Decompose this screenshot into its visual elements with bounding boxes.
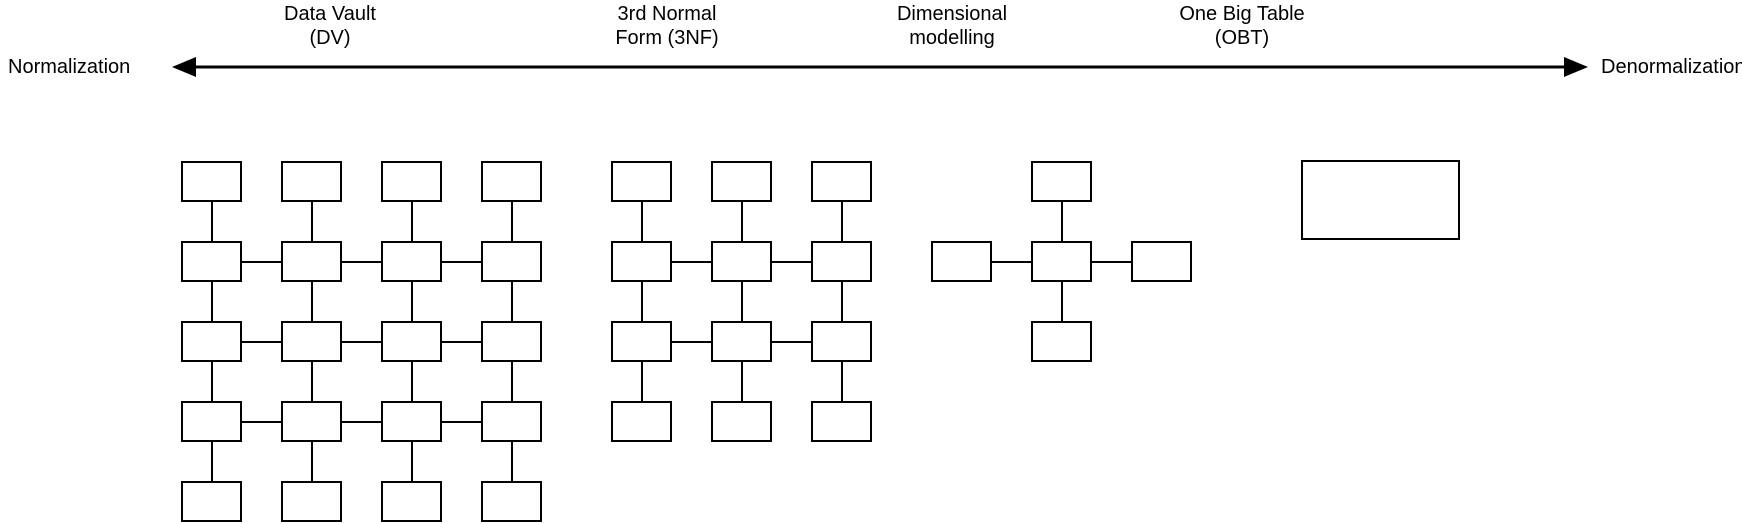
model-node xyxy=(811,321,872,362)
model-node xyxy=(181,241,242,282)
model-link-horizontal xyxy=(242,260,281,263)
model-link-vertical xyxy=(510,362,513,401)
model-node xyxy=(381,481,442,522)
model-node xyxy=(281,241,342,282)
model-node xyxy=(281,401,342,442)
model-node xyxy=(181,401,242,442)
model-link-vertical xyxy=(210,202,213,241)
model-link-vertical xyxy=(640,202,643,241)
model-link-horizontal xyxy=(672,340,711,343)
model-link-vertical xyxy=(310,362,313,401)
model-node xyxy=(711,161,772,202)
model-link-vertical xyxy=(1060,202,1063,241)
model-link-vertical xyxy=(210,442,213,481)
model-link-horizontal xyxy=(772,260,811,263)
model-link-vertical xyxy=(740,202,743,241)
model-node-dimension xyxy=(1031,161,1092,202)
model-link-vertical xyxy=(410,442,413,481)
stage-label-line1: Dimensional xyxy=(896,3,1008,25)
model-node xyxy=(811,241,872,282)
model-link-horizontal xyxy=(672,260,711,263)
model-node xyxy=(381,401,442,442)
model-link-vertical xyxy=(1060,282,1063,321)
stage-label-line2: (DV) xyxy=(309,27,351,49)
model-link-vertical xyxy=(840,362,843,401)
stage-label-one-big-table: One Big Table (OBT) xyxy=(1132,2,1352,50)
model-node-dimension xyxy=(1031,321,1092,362)
model-link-vertical xyxy=(740,362,743,401)
stage-label-line2: modelling xyxy=(909,27,995,49)
model-link-vertical xyxy=(510,202,513,241)
model-node xyxy=(481,481,542,522)
model-link-vertical xyxy=(510,282,513,321)
model-link-vertical xyxy=(640,362,643,401)
model-link-vertical xyxy=(510,442,513,481)
model-node xyxy=(811,161,872,202)
model-link-vertical xyxy=(640,282,643,321)
stage-label-dimensional-modelling: Dimensional modelling xyxy=(842,2,1062,50)
model-link-horizontal xyxy=(342,340,381,343)
model-node xyxy=(381,321,442,362)
model-link-vertical xyxy=(310,442,313,481)
model-node xyxy=(481,241,542,282)
model-node xyxy=(381,161,442,202)
model-node xyxy=(611,321,672,362)
model-node xyxy=(281,161,342,202)
model-link-vertical xyxy=(310,202,313,241)
model-node xyxy=(611,241,672,282)
model-link-horizontal xyxy=(442,420,481,423)
model-node xyxy=(611,161,672,202)
model-node xyxy=(481,401,542,442)
model-link-horizontal xyxy=(242,420,281,423)
model-link-horizontal xyxy=(1092,260,1131,263)
model-node xyxy=(181,481,242,522)
stage-label-3nf: 3rd Normal Form (3NF) xyxy=(557,2,777,50)
model-link-vertical xyxy=(210,362,213,401)
normalization-axis-arrow xyxy=(172,57,1588,77)
model-node xyxy=(181,161,242,202)
model-link-vertical xyxy=(410,282,413,321)
model-link-vertical xyxy=(840,282,843,321)
model-link-vertical xyxy=(210,282,213,321)
model-link-horizontal xyxy=(772,340,811,343)
stage-label-line1: Data Vault xyxy=(284,3,376,25)
stage-label-data-vault: Data Vault (DV) xyxy=(220,2,440,50)
model-node xyxy=(381,241,442,282)
model-link-vertical xyxy=(410,202,413,241)
model-link-horizontal xyxy=(342,420,381,423)
model-link-vertical xyxy=(840,202,843,241)
model-node xyxy=(711,321,772,362)
model-node-one-big-table xyxy=(1301,160,1460,240)
model-node xyxy=(181,321,242,362)
model-node xyxy=(711,241,772,282)
model-link-horizontal xyxy=(242,340,281,343)
model-node xyxy=(481,321,542,362)
stage-label-line1: One Big Table xyxy=(1179,3,1305,25)
model-node xyxy=(281,321,342,362)
model-link-vertical xyxy=(310,282,313,321)
model-node xyxy=(811,401,872,442)
model-link-vertical xyxy=(410,362,413,401)
stage-label-line2: Form (3NF) xyxy=(615,27,719,49)
model-node xyxy=(611,401,672,442)
model-node-fact xyxy=(1031,241,1092,282)
model-link-vertical xyxy=(740,282,743,321)
axis-label-denormalization: Denormalization xyxy=(1601,56,1742,78)
model-node xyxy=(481,161,542,202)
model-node-dimension xyxy=(931,241,992,282)
axis-label-normalization: Normalization xyxy=(8,56,131,78)
stage-label-line2: (OBT) xyxy=(1214,27,1270,49)
model-node-dimension xyxy=(1131,241,1192,282)
model-link-horizontal xyxy=(342,260,381,263)
model-link-horizontal xyxy=(442,260,481,263)
stage-label-line1: 3rd Normal xyxy=(617,3,717,25)
model-link-horizontal xyxy=(992,260,1031,263)
model-node xyxy=(281,481,342,522)
model-node xyxy=(711,401,772,442)
model-link-horizontal xyxy=(442,340,481,343)
